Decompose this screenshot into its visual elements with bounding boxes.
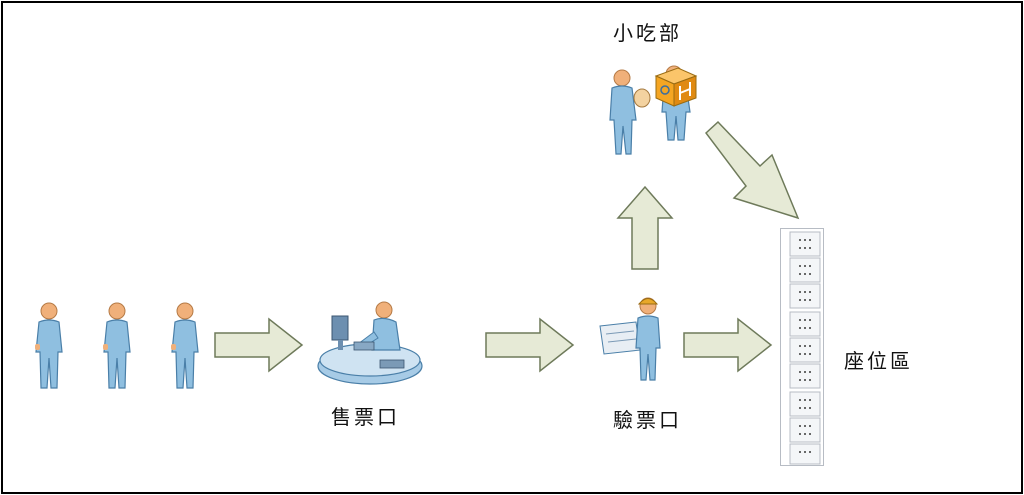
person-icon [171,302,199,389]
ticket-check-label: 驗票口 [613,408,682,432]
arrow-right-icon [214,317,304,373]
arrow-up-icon [616,185,674,270]
arrow-right-icon [683,317,773,373]
person-icon [103,302,131,389]
snack-bar-label: 小吃部 [613,21,682,45]
arrow-down-right-icon [704,120,800,220]
delivery-handoff-icon [609,65,698,155]
ticket-booth-label: 售票口 [331,405,400,429]
inspector-with-blueprint-icon [599,297,661,381]
seating-area-label: 座位區 [844,349,913,373]
person-icon [35,302,63,389]
ticket-agent-desk-icon [317,301,423,385]
arrow-right-icon [485,317,575,373]
seat-rows-icon [780,228,824,466]
